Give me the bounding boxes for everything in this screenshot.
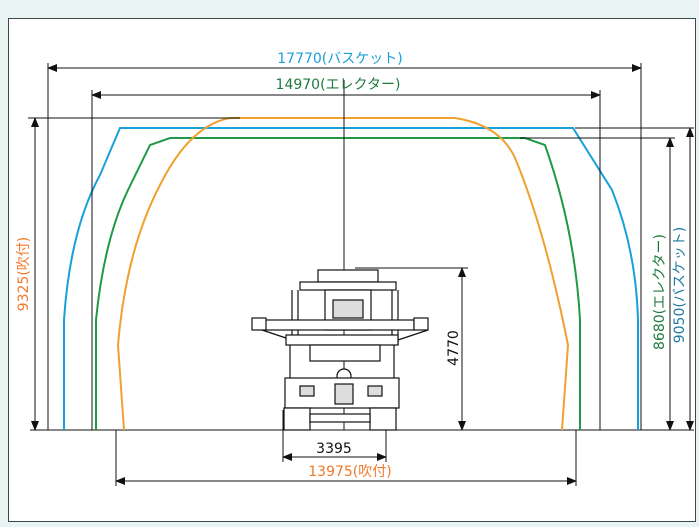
left-wheel: [283, 407, 311, 431]
side-arms: [263, 319, 415, 331]
spray-height-label: 9325(吹付): [16, 237, 32, 312]
basket-width-label: 17770(バスケット): [277, 51, 402, 67]
machine-height-label: 4770: [446, 330, 462, 366]
erector-width-label: 14970(エレクター): [276, 77, 401, 93]
erector-height-label: 8680(エレクター): [652, 234, 668, 350]
boom-top: [317, 269, 379, 283]
basket-reach-envelope: [63, 127, 639, 430]
spray-width-label: 13975(吹付): [308, 464, 391, 480]
drill-jumbo-machine: [251, 269, 429, 431]
machine-width-label: 3395: [316, 441, 352, 457]
right-wheel: [369, 407, 397, 431]
basket-height-label: 9050(バスケット): [672, 227, 688, 344]
